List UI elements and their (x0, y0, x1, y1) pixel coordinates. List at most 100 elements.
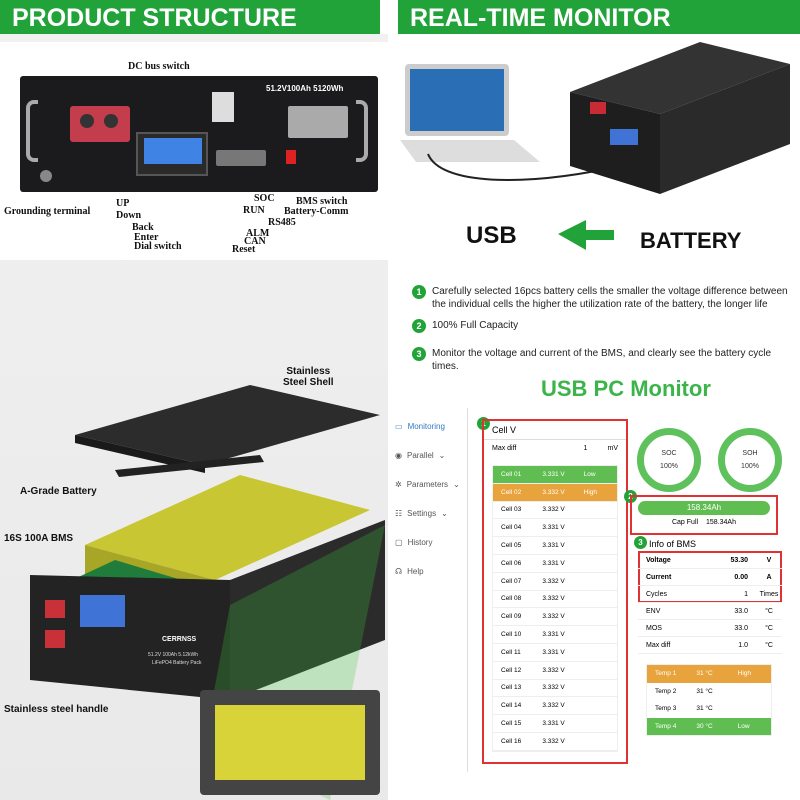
bms-switch[interactable] (286, 150, 296, 164)
label-run: RUN (243, 205, 265, 216)
chevron-down-icon: ⌄ (453, 480, 460, 489)
bms-value: 1.0 (738, 641, 748, 649)
table-row: Cell 06 3.331 V (493, 555, 617, 573)
capfull-value: 158.34Ah (706, 519, 736, 526)
bms-value: 0.00 (734, 573, 748, 581)
cell-voltage: 3.332 V (542, 577, 565, 585)
soh-value: 100% (741, 463, 759, 470)
temp-name: Temp 4 (655, 722, 677, 730)
grounding-label: Grounding terminal (4, 206, 91, 217)
bms-unit: Times (759, 590, 779, 598)
label-can: CAN (244, 236, 266, 247)
dc-breaker (288, 106, 348, 138)
chevron-down-icon: ⌄ (438, 451, 446, 460)
bullet-text: 100% Full Capacity (432, 320, 519, 331)
nav-label: History (407, 538, 433, 547)
nav-parallel[interactable]: ◉Parallel⌄ (395, 441, 465, 470)
nav-help[interactable]: ☊Help (395, 557, 465, 586)
bms-unit: A (766, 573, 772, 581)
bullet-1: 1 Carefully selected 16pcs battery cells… (412, 285, 792, 311)
product-structure-banner: PRODUCT STRUCTURE (0, 0, 380, 34)
bms-value: 53.30 (730, 556, 748, 564)
steel-handle-label: Stainless steel handle (4, 704, 109, 715)
temp-name: Temp 1 (655, 670, 677, 678)
cell-name: Cell 10 (501, 631, 522, 639)
bms-unit: °C (765, 624, 773, 632)
cell-name: Cell 07 (501, 577, 522, 585)
nav-history[interactable]: ▢History (395, 528, 465, 557)
software-title: USB PC Monitor (541, 376, 711, 401)
temp-row: Temp 1 31 °C High (647, 665, 771, 683)
cell-name: Cell 06 (501, 559, 522, 567)
a-grade-battery-label: A-Grade Battery (20, 486, 97, 497)
bullet-2: 2 100% Full Capacity (412, 319, 792, 333)
temp-value: 31 °C (696, 670, 713, 678)
nav-label: Parameters (406, 480, 449, 489)
nav-parameters[interactable]: ✲ Parameters ⌄ (395, 470, 465, 499)
cell-voltage: 3.332 V (542, 702, 565, 710)
label-back: Back (132, 222, 154, 233)
temp-value: 31 °C (696, 687, 713, 695)
left-handle (26, 100, 38, 162)
cell-name: Cell 03 (501, 506, 522, 514)
chemistry-text: LiFePO4 Battery Pack (152, 660, 202, 666)
dc-bus-switch[interactable] (212, 92, 234, 122)
help-icon: ☊ (395, 567, 403, 576)
grounding-terminal (40, 170, 52, 182)
label-alm: ALM (246, 228, 270, 239)
temp-name: Temp 3 (655, 705, 677, 713)
bms-label: Cycles (646, 590, 668, 598)
cell-name: Cell 09 (501, 613, 522, 621)
monitor-icon: ▭ (395, 422, 403, 431)
soh-label: SOH (742, 450, 758, 457)
bullet-number: 3 (412, 347, 426, 361)
temp-flag: High (737, 670, 752, 678)
cell-voltage: 3.331 V (542, 470, 565, 478)
cell-voltage: 3.331 V (542, 720, 565, 728)
cellv-title: Cell V (484, 421, 626, 440)
gear-icon: ✲ (395, 480, 402, 489)
bullet-number: 2 (412, 319, 426, 333)
bms-value: 33.0 (734, 607, 748, 615)
label-rs485: RS485 (268, 217, 296, 228)
real-time-monitor-banner: REAL-TIME MONITOR (398, 0, 800, 34)
brand-logo: CERRNSS (162, 636, 197, 643)
bms-label: Current (646, 573, 672, 581)
label-up: UP (116, 198, 130, 209)
bms-title: Info of BMS (649, 539, 697, 549)
nav-settings[interactable]: ☷Settings⌄ (395, 499, 465, 528)
soc-gauge: SOC 100% (637, 428, 701, 492)
feature-bullets: 1 Carefully selected 16pcs battery cells… (412, 285, 792, 373)
nav-label: Monitoring (407, 422, 445, 431)
cell-voltage: 3.332 V (542, 666, 565, 674)
nav-label: Settings (407, 509, 437, 518)
dc-switch-label: DC bus switch (128, 61, 190, 72)
bms-switch-label: BMS switch (296, 196, 348, 207)
label-enter: Enter (134, 232, 159, 243)
nav-monitoring[interactable]: ▭ Monitoring (395, 412, 465, 441)
cell-voltage: 3.331 V (542, 559, 565, 567)
temp-flag: Low (737, 722, 750, 730)
battery-front-panel: 51.2V100Ah 5120Wh (20, 76, 378, 192)
bullet-text: Monitor the voltage and current of the B… (432, 348, 772, 372)
software-sidebar: ▭ Monitoring ◉Parallel⌄ ✲ Parameters ⌄ ☷Set… (395, 412, 465, 586)
bms-unit: V (766, 556, 772, 564)
cell-name: Cell 01 (501, 470, 522, 478)
maxdiff-label: Max diff (492, 445, 517, 452)
soc-label: SOC (661, 450, 677, 457)
lcd-screen (144, 138, 202, 164)
cell-name: Cell 02 (501, 488, 522, 496)
